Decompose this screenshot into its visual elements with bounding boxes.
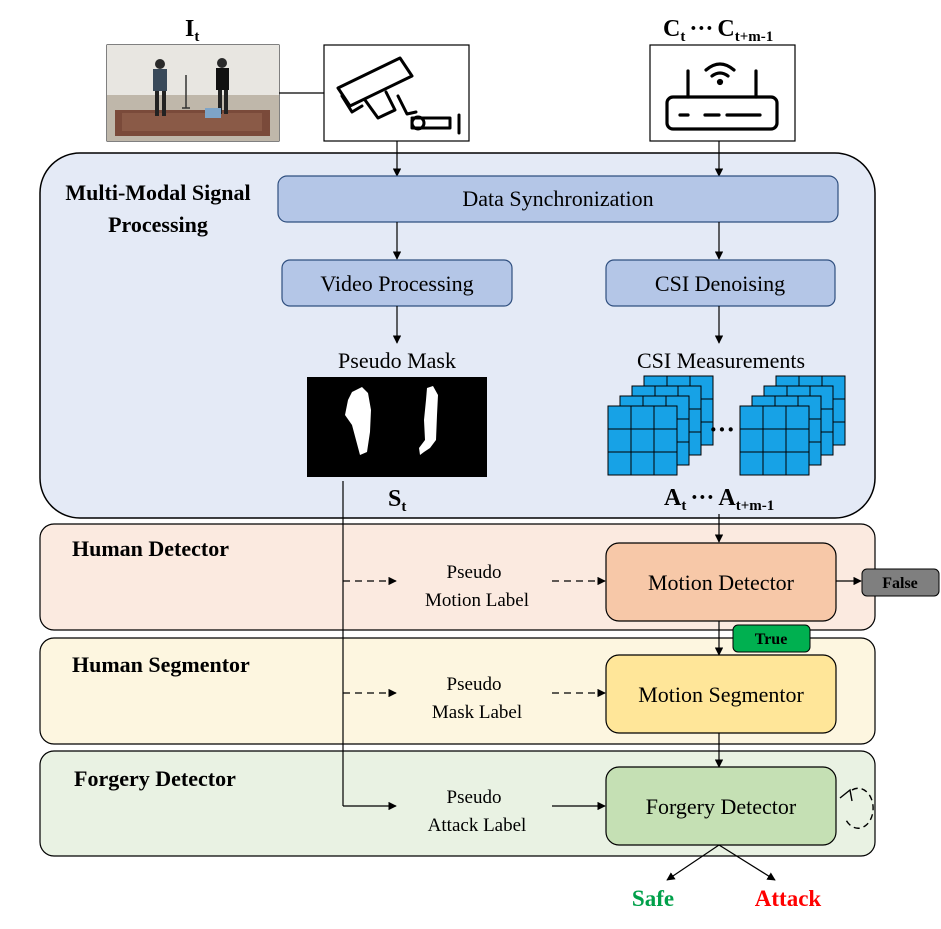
image-label-sub: t — [194, 29, 199, 45]
true-badge — [732, 624, 811, 653]
pseudo-mask-image — [307, 377, 487, 477]
camera-icon — [336, 56, 461, 135]
human-segmentor-title: Human Segmentor — [72, 652, 250, 677]
pseudo-attack-line1: Pseudo — [447, 787, 502, 808]
a-label1: A — [664, 485, 682, 511]
human-detector-title: Human Detector — [72, 536, 229, 561]
csi-grid-cell — [607, 451, 632, 476]
data-sync-box — [277, 175, 839, 223]
csi-grid-cell — [739, 405, 764, 430]
forgery-detector-title: Forgery Detector — [74, 766, 236, 791]
svg-text:It: It — [185, 16, 199, 45]
csi-grid-cell — [653, 451, 678, 476]
csi-label-c2-sub: t+m-1 — [735, 29, 774, 45]
csi-label-c2: C — [717, 16, 734, 42]
data-sync-label: Data Synchronization — [462, 186, 653, 211]
svg-text:Ct···Ct+m-1: Ct···Ct+m-1 — [663, 16, 773, 45]
pseudo-motion-line2: Motion Label — [425, 590, 529, 611]
false-badge — [861, 568, 940, 597]
router-icon — [665, 62, 779, 131]
csi-label-c1-sub: t — [680, 29, 685, 45]
csi-grid-cell — [762, 451, 787, 476]
image-label: I — [185, 16, 194, 42]
csi-grid-cell — [762, 405, 787, 430]
csi-measurements-label: CSI Measurements — [637, 348, 805, 373]
csi-grid-cell — [607, 405, 632, 430]
csi-label-c1: C — [663, 16, 680, 42]
csi-measurement-grids — [607, 375, 846, 476]
csi-grid-cell — [653, 405, 678, 430]
csi-grid-cell — [785, 451, 810, 476]
svg-text:At···At+m-1: At···At+m-1 — [664, 485, 774, 514]
csi-grid-cell — [630, 451, 655, 476]
attack-output-label: Attack — [755, 886, 822, 911]
csi-label-dots: ··· — [689, 16, 713, 42]
pseudo-mask-line1: Pseudo — [447, 674, 502, 695]
forgery-to-safe-arrow — [666, 844, 720, 881]
router-box — [649, 44, 796, 142]
pseudo-mask-line2: Mask Label — [432, 702, 522, 723]
pseudo-attack-line2: Attack Label — [428, 815, 527, 836]
video-processing-label: Video Processing — [320, 271, 473, 296]
csi-grid-cell — [607, 428, 632, 453]
csi-denoising-box — [605, 259, 836, 307]
csi-grid-cell — [653, 428, 678, 453]
safe-output-label: Safe — [632, 886, 674, 911]
signal-processing-title-line1: Multi-Modal Signal — [65, 180, 250, 205]
csi-grid-cell — [739, 428, 764, 453]
a-label-dots: ··· — [690, 485, 714, 511]
svg-text:St: St — [388, 486, 406, 515]
csi-grid-cell — [630, 405, 655, 430]
s-label: S — [388, 486, 401, 512]
motion-detector-label: Motion Detector — [648, 570, 795, 595]
a-label1-sub: t — [681, 498, 686, 514]
motion-segmentor-box — [605, 654, 837, 734]
motion-detector-box — [605, 542, 837, 622]
forgery-to-attack-arrow — [718, 844, 776, 881]
a-label2: A — [718, 485, 736, 511]
csi-grid-cell — [630, 428, 655, 453]
csi-grid-cell — [785, 405, 810, 430]
forgery-detector-box — [605, 766, 837, 846]
self-loop-icon — [839, 787, 874, 829]
signal-processing-title-line2: Processing — [108, 212, 208, 237]
forgery-detector-label: Forgery Detector — [646, 794, 797, 819]
csi-grid-dots: ··· — [709, 415, 735, 444]
csi-denoising-label: CSI Denoising — [655, 271, 785, 296]
video-frame-image — [106, 44, 280, 142]
csi-grid-cell — [785, 428, 810, 453]
true-label: True — [755, 631, 788, 648]
a-label2-sub: t+m-1 — [736, 498, 775, 514]
false-label: False — [882, 575, 918, 592]
s-label-sub: t — [401, 499, 406, 515]
csi-grid-cell — [762, 428, 787, 453]
csi-grid-cell — [739, 451, 764, 476]
motion-segmentor-label: Motion Segmentor — [638, 682, 804, 707]
pseudo-mask-label: Pseudo Mask — [338, 348, 456, 373]
pseudo-motion-line1: Pseudo — [447, 562, 502, 583]
